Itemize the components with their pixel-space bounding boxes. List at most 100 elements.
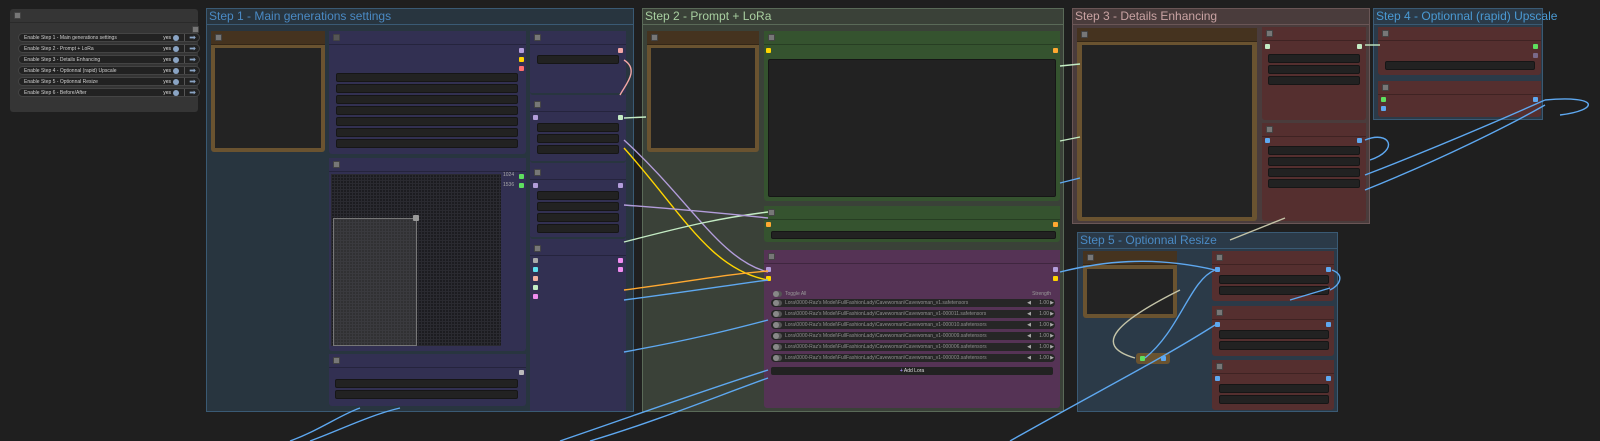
- image-preview-node[interactable]: [211, 31, 325, 152]
- clip-input-slot[interactable]: [766, 276, 771, 281]
- collapse-dot-icon[interactable]: [651, 34, 658, 41]
- collapse-dot-icon[interactable]: [1216, 309, 1223, 316]
- lora-name[interactable]: Lora\0000-Raz's Model\FullFashionLady\Ca…: [785, 344, 987, 350]
- lora-toggle[interactable]: [773, 311, 782, 317]
- output-slot[interactable]: [618, 258, 623, 263]
- go-to-group-arrow-icon[interactable]: ➡: [189, 88, 196, 97]
- toggle-knob-icon[interactable]: [173, 46, 179, 52]
- widget-field[interactable]: [336, 84, 518, 93]
- output-slot[interactable]: [1326, 376, 1331, 381]
- widget-field[interactable]: [1268, 168, 1360, 177]
- toggle-all-switch[interactable]: [773, 291, 782, 297]
- toggle-knob-icon[interactable]: [173, 68, 179, 74]
- detailer-node-1[interactable]: [1262, 27, 1366, 120]
- input-slot[interactable]: [1140, 356, 1145, 361]
- add-lora-button[interactable]: + Add Lora: [771, 367, 1053, 375]
- collapse-dot-icon[interactable]: [333, 161, 340, 168]
- upscale-image-node[interactable]: [1378, 81, 1541, 117]
- widget-field[interactable]: [1268, 76, 1360, 85]
- output-slot[interactable]: [1326, 267, 1331, 272]
- output-slot[interactable]: [1533, 97, 1538, 102]
- widget-field[interactable]: [1219, 275, 1329, 284]
- collapse-dot-icon[interactable]: [534, 101, 541, 108]
- collapse-dot-icon[interactable]: [1087, 254, 1094, 261]
- clip-output-slot[interactable]: [1053, 276, 1058, 281]
- image-preview-node[interactable]: [1083, 251, 1177, 318]
- image-compare-node[interactable]: [1077, 28, 1257, 221]
- output-slot[interactable]: [618, 115, 623, 120]
- go-to-group-arrow-icon[interactable]: ➡: [189, 77, 196, 86]
- resize-node-3[interactable]: [1212, 360, 1334, 410]
- go-to-group-arrow-icon[interactable]: ➡: [189, 66, 196, 75]
- lora-name[interactable]: Lora\0000-Raz's Model\FullFashionLady\Ca…: [785, 355, 987, 361]
- decrease-arrow-icon[interactable]: ◀: [1027, 300, 1031, 306]
- collapse-dot-icon[interactable]: [1266, 30, 1273, 37]
- detailer-node-2[interactable]: [1262, 123, 1366, 221]
- lora-toggle[interactable]: [773, 344, 782, 350]
- widget-field[interactable]: [336, 117, 518, 126]
- widget-field[interactable]: [336, 73, 518, 82]
- collapse-dot-icon[interactable]: [1382, 84, 1389, 91]
- widget-field[interactable]: [1268, 179, 1360, 188]
- output-slot[interactable]: [618, 48, 623, 53]
- output-slot[interactable]: [519, 66, 524, 71]
- resize-node-1[interactable]: [1212, 251, 1334, 301]
- size-selection-box[interactable]: [333, 218, 417, 346]
- widget-field[interactable]: [1219, 384, 1329, 393]
- output-slot[interactable]: [618, 183, 623, 188]
- lora-item[interactable]: Lora\0000-Raz's Model\FullFashionLady\Ca…: [771, 321, 1055, 329]
- collapse-dot-icon[interactable]: [534, 245, 541, 252]
- lora-item[interactable]: Lora\0000-Raz's Model\FullFashionLady\Ca…: [771, 343, 1055, 351]
- model-output-slot[interactable]: [1053, 267, 1058, 272]
- decrease-arrow-icon[interactable]: ◀: [1027, 333, 1031, 339]
- lora-strength[interactable]: 1.00: [1039, 355, 1049, 361]
- output-slot[interactable]: [1053, 48, 1058, 53]
- input-slot[interactable]: [533, 115, 538, 120]
- widget-field[interactable]: [1268, 65, 1360, 74]
- widget-field[interactable]: [537, 55, 619, 64]
- decrease-arrow-icon[interactable]: ◀: [1027, 311, 1031, 317]
- widget-field[interactable]: [335, 379, 518, 388]
- increase-arrow-icon[interactable]: ▶: [1050, 344, 1054, 350]
- widget-field[interactable]: [537, 213, 619, 222]
- positive-prompt-node[interactable]: [764, 31, 1060, 201]
- latent-size-node[interactable]: 1024 1536: [329, 158, 526, 351]
- lora-name[interactable]: Lora\0000-Raz's Model\FullFashionLady\Ca…: [785, 322, 987, 328]
- output-slot[interactable]: [519, 174, 524, 179]
- toggle-step3[interactable]: Enable Step 3 - Details Enhancing yes ➡: [18, 55, 200, 64]
- widget-field[interactable]: [1219, 330, 1329, 339]
- decrease-arrow-icon[interactable]: ◀: [1027, 344, 1031, 350]
- output-slot[interactable]: [1533, 53, 1538, 58]
- output-slot[interactable]: [1533, 44, 1538, 49]
- lora-toggle[interactable]: [773, 333, 782, 339]
- input-slot[interactable]: [533, 183, 538, 188]
- widget-field[interactable]: [537, 134, 619, 143]
- lora-strength[interactable]: 1.00: [1039, 344, 1049, 350]
- collapse-dot-icon[interactable]: [768, 209, 775, 216]
- model-loader-node[interactable]: [329, 31, 526, 154]
- widget-field[interactable]: [336, 128, 518, 137]
- prompt-textarea[interactable]: [768, 59, 1056, 197]
- collapse-dot-icon[interactable]: [534, 34, 541, 41]
- input-slot[interactable]: [766, 48, 771, 53]
- decrease-arrow-icon[interactable]: ◀: [1027, 355, 1031, 361]
- collapse-dot-icon[interactable]: [534, 169, 541, 176]
- input-slot[interactable]: [533, 258, 538, 263]
- go-to-group-arrow-icon[interactable]: ➡: [189, 33, 196, 42]
- widget-field[interactable]: [537, 224, 619, 233]
- lora-strength[interactable]: 1.00: [1039, 322, 1049, 328]
- input-slot[interactable]: [1381, 106, 1386, 111]
- resize-handle-icon[interactable]: [413, 215, 419, 221]
- widget-field[interactable]: [1268, 54, 1360, 63]
- widget-field[interactable]: [336, 106, 518, 115]
- collapse-dot-icon[interactable]: [768, 34, 775, 41]
- increase-arrow-icon[interactable]: ▶: [1050, 333, 1054, 339]
- input-slot[interactable]: [1265, 138, 1270, 143]
- toggle-step4[interactable]: Enable Step 4 - Optionnal (rapid) Upscal…: [18, 66, 200, 75]
- output-slot[interactable]: [1326, 322, 1331, 327]
- toggle-step6[interactable]: Enable Step 6 - Before/After yes ➡: [18, 88, 200, 97]
- pipe-node[interactable]: [530, 242, 626, 410]
- input-slot[interactable]: [533, 267, 538, 272]
- collapse-dot-icon[interactable]: [1266, 126, 1273, 133]
- toggle-knob-icon[interactable]: [173, 35, 179, 41]
